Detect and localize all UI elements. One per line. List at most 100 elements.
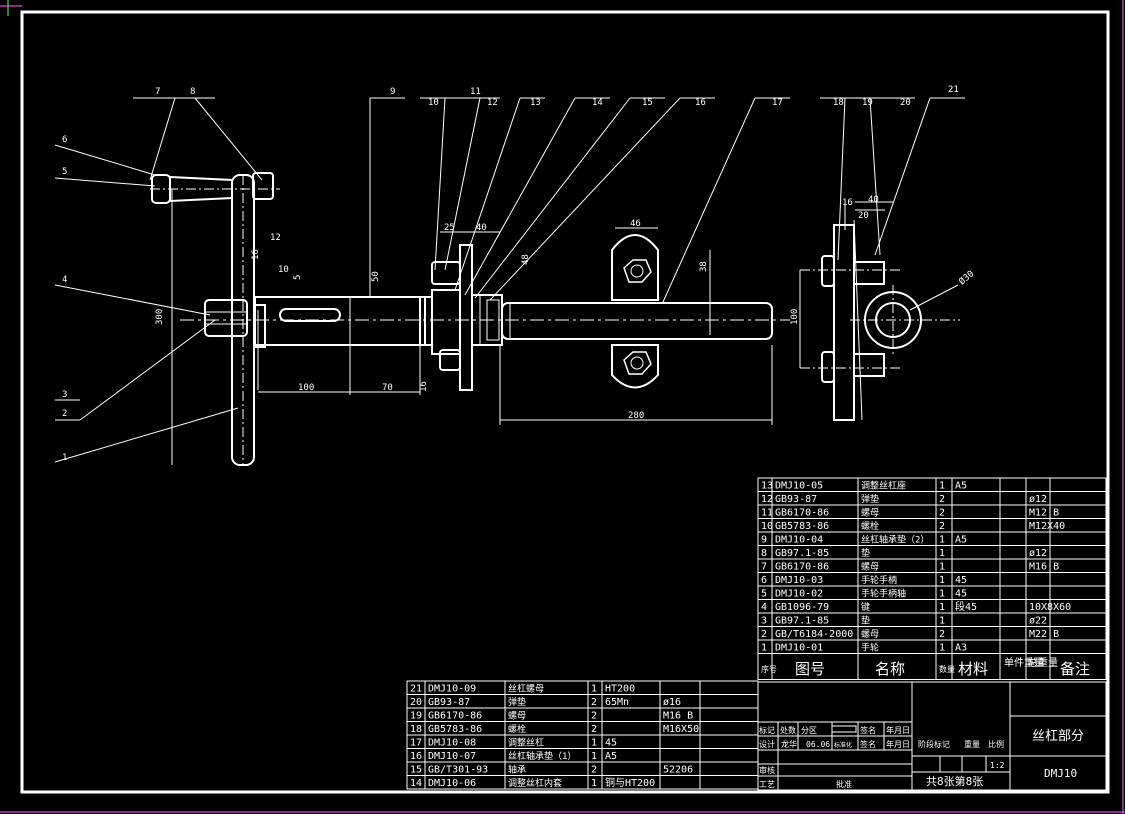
balloon-9: 9 <box>390 87 395 97</box>
bom-upper-cell: ø12 <box>1029 494 1047 505</box>
bom-upper-cell: 5 <box>761 589 767 600</box>
bom-header-unit-weight: 单件重量 <box>1004 656 1044 669</box>
bom-lower-cell: DMJ10-08 <box>428 738 476 749</box>
bom-upper-cell: 12 <box>761 494 773 505</box>
bom-upper-cell: 7 <box>761 562 767 573</box>
bom-lower-cell: 丝杠螺母 <box>508 683 544 695</box>
bom-lower-cell: 1 <box>591 738 597 749</box>
tb-date2: 年月日 <box>886 739 910 749</box>
tb-designer: 龙华 <box>781 739 797 749</box>
dim-300: 300 <box>155 309 165 325</box>
bom-upper-cell: GB/T6184-2000 <box>775 629 853 640</box>
drawing-frame <box>20 10 1110 794</box>
bom-upper-cell: DMJ10-03 <box>775 575 823 586</box>
bom-lower-cell: 20 <box>410 697 422 708</box>
bom-upper-cell: 6 <box>761 575 767 586</box>
bom-header-total-weight: 总重量 <box>1028 656 1058 669</box>
bom-lower-cell: 螺栓 <box>508 723 526 735</box>
bom-lower-cell: 1 <box>591 778 597 789</box>
bom-upper-cell: 1 <box>939 575 945 586</box>
dim-30: Ø30 <box>957 268 977 287</box>
dimension-lines <box>171 98 893 465</box>
bom-upper-cell: 螺母 <box>861 562 879 573</box>
balloon-10: 10 <box>428 98 439 108</box>
dim-70: 70 <box>382 383 393 393</box>
bom-upper-cell: 1 <box>939 548 945 559</box>
bom-header-name: 名称 <box>875 660 905 678</box>
balloon-6: 6 <box>62 135 67 145</box>
balloon-2: 2 <box>62 409 67 419</box>
bom-upper-cell: 13 <box>761 481 773 492</box>
bom-lower-cell: GB6170-86 <box>428 711 482 722</box>
bom-lower-cell: 轴承 <box>508 764 526 776</box>
dim-5: 5 <box>293 275 303 280</box>
bom-upper-cell: ø12 <box>1029 548 1047 559</box>
tb-scale: 1:2 <box>990 761 1005 770</box>
balloon-11: 11 <box>470 87 481 97</box>
bom-upper-cell: 螺母 <box>861 629 879 640</box>
bom-upper-cell: GB93-87 <box>775 494 817 505</box>
balloon-1: 1 <box>62 453 67 463</box>
balloon-7: 7 <box>155 87 160 97</box>
bom-lower-cell: 丝杠轴承垫（1） <box>508 750 576 762</box>
bom-upper-cell: 4 <box>761 602 767 613</box>
bom-upper-cell: 10X8X60 <box>1029 602 1071 613</box>
bom-upper-cell: GB97.1-85 <box>775 548 829 559</box>
bom-upper-cell: M12 B <box>1029 508 1059 519</box>
dim-16b: 16 <box>419 381 429 392</box>
tb-design-date: 06.06 <box>806 740 830 749</box>
bom-lower-cell: 2 <box>591 765 597 776</box>
bom-lower-cell: GB5783-86 <box>428 724 482 735</box>
bom-upper-cell: DMJ10-01 <box>775 643 823 654</box>
bom-upper-cell: 手轮手柄轴 <box>861 588 906 600</box>
tb-weight: 重量 <box>964 739 980 749</box>
tb-sheets: 共8张第8张 <box>926 774 983 788</box>
bom-upper-cell: A5 <box>955 535 967 546</box>
bom-lower-cell: 2 <box>591 711 597 722</box>
balloon-20: 20 <box>900 98 911 108</box>
bom-upper-cell: M12X40 <box>1029 521 1065 532</box>
balloon-13: 13 <box>530 98 541 108</box>
balloon-4: 4 <box>62 275 67 285</box>
bom-upper-cell: 段45 <box>955 600 977 613</box>
tb-drawing-no: DMJ10 <box>1044 767 1077 780</box>
bom-lower-cell: HT200 <box>605 684 635 695</box>
bom-upper-cell: GB6170-86 <box>775 508 829 519</box>
bom-lower-cell: 2 <box>591 724 597 735</box>
bom-upper-cell: GB97.1-85 <box>775 616 829 627</box>
bom-lower-cell: 65Mn <box>605 697 629 708</box>
dim-48: 48 <box>521 254 531 265</box>
bom-upper-cell: 2 <box>939 494 945 505</box>
bom-upper-cell: 1 <box>939 643 945 654</box>
tb-scale-label: 比例 <box>988 739 1004 749</box>
bom-upper-cell: 1 <box>939 562 945 573</box>
balloon-numbers: 1 2 3 4 5 6 7 8 9 10 11 12 13 14 15 16 1… <box>62 85 959 463</box>
bom-lower-cell: 调整丝杠内套 <box>508 777 562 789</box>
tb-stage: 阶段标记 <box>918 739 950 749</box>
bom-header-code: 图号 <box>795 660 825 678</box>
bom-upper-cell: 螺栓 <box>861 520 879 532</box>
bom-upper-cell: 2 <box>939 508 945 519</box>
dim-50: 50 <box>371 271 381 282</box>
tb-design: 设计 <box>759 739 775 749</box>
bom-upper-cell: 8 <box>761 548 767 559</box>
balloon-8: 8 <box>190 87 195 97</box>
side-view <box>800 219 960 421</box>
bom-lower-cell: GB/T301-93 <box>428 765 488 776</box>
tb-sign: 签名 <box>860 725 876 735</box>
balloon-15: 15 <box>642 98 653 108</box>
bom-lower-cell: DMJ10-07 <box>428 751 476 762</box>
bom-lower-cell: M16 B <box>663 711 693 722</box>
bom-lower-cell: 15 <box>410 765 422 776</box>
bom-upper-cell: 11 <box>761 508 773 519</box>
bom-lower-cell: 52206 <box>663 765 693 776</box>
leader-lines <box>54 97 965 463</box>
bom-upper-cell: 9 <box>761 535 767 546</box>
bom-upper-cell: 2 <box>761 629 767 640</box>
assembly-view <box>150 172 790 466</box>
bom-lower-cell: 1 <box>591 684 597 695</box>
dim-16a: 16 <box>251 249 261 260</box>
bom-lower-cell: 弹垫 <box>508 696 526 708</box>
